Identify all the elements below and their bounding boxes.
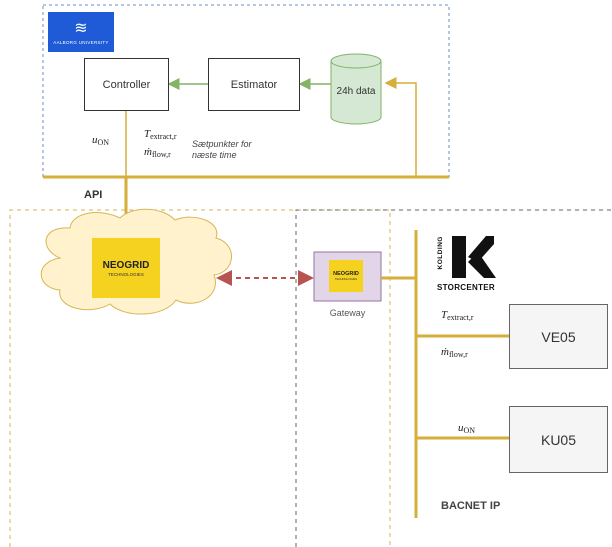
aau-wave-icon: ≋: [74, 17, 88, 37]
aau-logo-text: AALBORG UNIVERSITY: [53, 39, 109, 45]
api-to-database-arrow: [384, 77, 417, 177]
kolding-logo-line1-vertical: KOLDING: [437, 236, 444, 270]
neogrid-cloud-sub: TECHNOLOGIES: [108, 271, 144, 277]
t-extract-signal-right: Textract,r: [441, 309, 474, 322]
aau-logo: ≋ AALBORG UNIVERSITY: [48, 12, 114, 52]
ve05-box: VE05: [509, 304, 608, 369]
setpoint-note: Sætpunkter for næste time: [192, 139, 252, 160]
ku05-label: KU05: [540, 431, 577, 448]
database-label: 24h data: [336, 86, 376, 97]
kolding-region: [295, 209, 612, 547]
t-extract-signal-top: Textract,r: [144, 128, 177, 141]
kolding-k-mark: [452, 236, 496, 278]
estimator-box: Estimator: [208, 58, 300, 111]
bacnet-label: BACNET IP: [441, 500, 501, 512]
gateway-label: Gateway: [329, 308, 366, 318]
estimator-label: Estimator: [230, 78, 278, 91]
neogrid-region: [9, 209, 391, 547]
database-cylinder: [330, 53, 382, 125]
m-flow-signal-top: ṁflow,r: [144, 146, 171, 159]
ku05-box: KU05: [509, 406, 608, 473]
u-on-signal-top: uON: [92, 134, 110, 147]
gateway-neogrid-name: NEOGRID: [333, 271, 359, 277]
neogrid-cloud-logo: NEOGRID TECHNOLOGIES: [92, 238, 160, 298]
m-flow-signal-right: ṁflow,r: [441, 346, 468, 359]
gateway-neogrid-sub: TECHNOLOGIES: [334, 277, 358, 281]
ve05-label: VE05: [541, 328, 576, 345]
controller-box: Controller: [84, 58, 169, 111]
api-label: API: [84, 189, 103, 201]
controller-label: Controller: [102, 78, 151, 91]
u-on-signal-right: uON: [458, 422, 476, 435]
neogrid-cloud-name: NEOGRID: [102, 259, 150, 271]
gateway-neogrid-logo: NEOGRID TECHNOLOGIES: [329, 260, 363, 292]
kolding-logo-line2: STORCENTER: [437, 283, 495, 292]
